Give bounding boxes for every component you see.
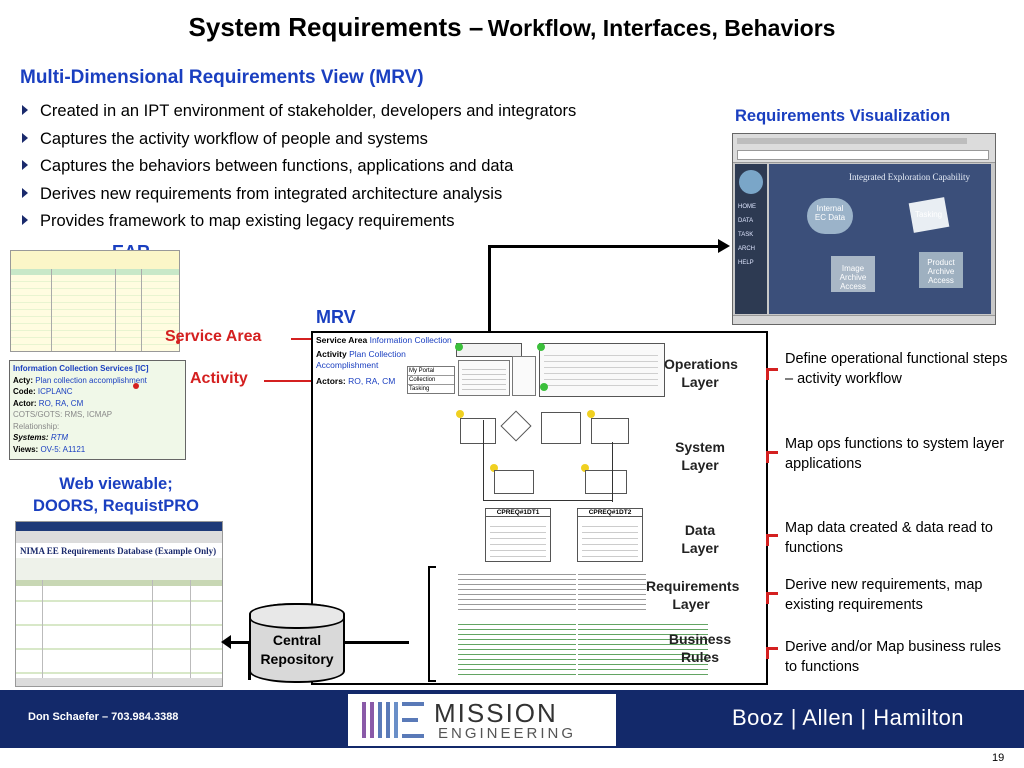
connector-line bbox=[227, 641, 251, 644]
bullet-list: Created in an IPT environment of stakeho… bbox=[22, 98, 576, 236]
connector-line bbox=[341, 641, 409, 644]
doors-screenshot: NIMA EE Requirements Database (Example O… bbox=[15, 521, 223, 687]
flow-line bbox=[483, 500, 613, 501]
start-node-icon bbox=[540, 383, 548, 391]
arrow-right-icon bbox=[718, 239, 730, 253]
operations-desc: Define operational functional steps – ac… bbox=[785, 351, 1008, 387]
business-rules-text bbox=[578, 620, 708, 678]
bracket-marker bbox=[766, 647, 778, 650]
mrv-header: Service Area Information Collection Acti… bbox=[316, 335, 452, 386]
ops-note-2 bbox=[512, 356, 536, 396]
title-main: System Requirements – bbox=[188, 12, 484, 42]
business-rules-text bbox=[458, 620, 576, 678]
step-node-icon bbox=[456, 410, 464, 418]
search-results-box bbox=[539, 343, 665, 397]
bullet-arrow-icon bbox=[22, 132, 28, 143]
start-node-icon bbox=[537, 343, 545, 351]
activity-callout: Activity bbox=[190, 370, 248, 387]
bracket-marker bbox=[766, 368, 778, 371]
cylinder-top bbox=[249, 603, 345, 629]
mrv-heading: Multi-Dimensional Requirements View (MRV… bbox=[20, 67, 424, 88]
browser-statusbar bbox=[733, 315, 995, 324]
connector-line bbox=[488, 245, 491, 333]
bullet-arrow-icon bbox=[22, 105, 28, 115]
flow-line bbox=[612, 442, 613, 502]
bracket-marker bbox=[766, 451, 769, 463]
system-box bbox=[541, 412, 581, 444]
bullet-item: Captures the behaviors between functions… bbox=[22, 153, 576, 181]
mrv-label: MRV bbox=[316, 307, 356, 327]
business-rules-desc: Derive and/or Map business rules to func… bbox=[785, 639, 1001, 675]
data-box: CPREQ#1DT2 bbox=[577, 508, 643, 562]
system-desc: Map ops functions to system layer applic… bbox=[785, 436, 1005, 472]
start-node-icon bbox=[455, 343, 463, 351]
bracket-marker bbox=[766, 451, 778, 454]
bracket-marker bbox=[766, 647, 769, 659]
ops-box bbox=[456, 343, 522, 357]
ops-note bbox=[458, 360, 510, 396]
bullet-item: Created in an IPT environment of stakeho… bbox=[22, 98, 576, 126]
service-area-pointer bbox=[176, 340, 180, 344]
requirements-text bbox=[578, 570, 646, 614]
bullet-item: Captures the activity workflow of people… bbox=[22, 126, 576, 154]
presenter-contact: Don Schaefer – 703.984.3388 bbox=[28, 711, 179, 723]
product-archive-access-item[interactable]: Product Archive Access bbox=[927, 258, 955, 285]
web-viewable-label: Web viewable; DOORS, RequistPRO bbox=[33, 475, 199, 515]
flow-line bbox=[483, 420, 484, 500]
bracket-marker bbox=[766, 534, 769, 546]
bullet-arrow-icon bbox=[22, 160, 28, 170]
booz-allen-hamilton-logo: Booz | Allen | Hamilton bbox=[732, 705, 965, 730]
doors-db-title: NIMA EE Requirements Database (Example O… bbox=[20, 546, 217, 556]
store-search-box bbox=[494, 470, 534, 494]
bracket-marker bbox=[766, 592, 778, 595]
display-main-search-page bbox=[460, 418, 496, 444]
slide-title: System Requirements – Workflow, Interfac… bbox=[0, 12, 1024, 43]
service-area-callout: Service Area bbox=[165, 328, 262, 345]
ear-spreadsheet bbox=[10, 250, 180, 352]
arrow-left-icon bbox=[221, 635, 231, 649]
app-title: Integrated Exploration Capability bbox=[849, 172, 970, 182]
display-results-box bbox=[585, 470, 627, 494]
step-node-icon bbox=[581, 464, 589, 472]
title-sub: Workflow, Interfaces, Behaviors bbox=[487, 15, 836, 41]
bullet-arrow-icon bbox=[22, 187, 28, 198]
bullet-arrow-icon bbox=[22, 215, 28, 225]
display-search-page bbox=[591, 418, 629, 444]
requirements-desc: Derive new requirements, map existing re… bbox=[785, 577, 983, 613]
tasking-item[interactable]: Tasking bbox=[915, 210, 943, 219]
mrv-legend: My Portal Collection Tasking bbox=[407, 366, 455, 394]
bracket-marker bbox=[766, 592, 769, 604]
bullet-item: Provides framework to map existing legac… bbox=[22, 208, 576, 236]
requirements-text bbox=[458, 570, 576, 614]
ear-detail-card: Information Collection Services [IC] Act… bbox=[9, 360, 186, 460]
app-canvas: Integrated Exploration Capability Intern… bbox=[769, 164, 991, 314]
activity-line bbox=[264, 380, 312, 382]
step-node-icon bbox=[490, 464, 498, 472]
data-box: CPREQ#1DT1 bbox=[485, 508, 551, 562]
requirements-bracket bbox=[428, 566, 436, 682]
bracket-marker bbox=[766, 368, 769, 380]
service-area-line bbox=[291, 338, 312, 340]
central-repository: Central Repository bbox=[249, 603, 345, 683]
mission-engineering-logo: MISSION ENGINEERING bbox=[348, 694, 616, 746]
activity-pointer-icon bbox=[133, 383, 139, 389]
page-number: 19 bbox=[992, 752, 1005, 764]
bracket-marker bbox=[766, 534, 778, 537]
connector-line bbox=[488, 245, 720, 248]
data-desc: Map data created & data read to function… bbox=[785, 520, 993, 556]
image-archive-access-item[interactable]: Image Archive Access bbox=[839, 264, 867, 291]
internal-ec-data-item[interactable]: Internal EC Data bbox=[814, 204, 846, 222]
step-node-icon bbox=[587, 410, 595, 418]
requirements-visualization-label: Requirements Visualization bbox=[735, 107, 951, 125]
browser-toolbar bbox=[733, 134, 995, 163]
bullet-item: Derives new requirements from integrated… bbox=[22, 181, 576, 209]
